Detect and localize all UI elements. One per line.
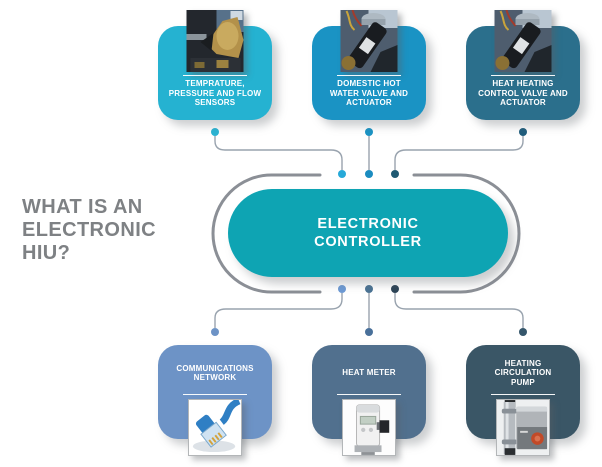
node-label: HEATING CIRCULATION PUMP	[494, 358, 552, 387]
connector-dot	[391, 285, 399, 293]
heat-meter-illustration	[343, 400, 395, 455]
page-title: WHAT IS AN ELECTRONIC HIU?	[22, 196, 156, 264]
connector-dot	[338, 170, 346, 178]
divider-line	[337, 394, 401, 395]
connector-dot	[365, 170, 373, 178]
node-heating-circulation-pump: HEATING CIRCULATION PUMP	[466, 345, 580, 456]
connector-line-heating-valve	[394, 136, 524, 170]
connector-dot	[391, 170, 399, 178]
connector-line-pump	[394, 293, 524, 328]
pressure-sensor-photo	[186, 10, 244, 72]
divider-line	[183, 394, 247, 395]
connector-dot	[338, 285, 346, 293]
node-label: DOMESTIC HOT WATER VALVE AND ACTUATOR	[329, 79, 409, 107]
connector-dot	[365, 285, 373, 293]
electronic-controller-label: ELECTRONIC CONTROLLER	[314, 216, 422, 250]
node-communications-network: COMMUNICATIONS NETWORK	[158, 345, 272, 456]
heating-control-valve-actuator-photo	[494, 10, 552, 72]
circulation-pump-illustration	[497, 400, 549, 455]
node-label: TEMPRATURE, PRESSURE AND FLOW SENSORS	[168, 79, 262, 107]
node-label: COMMUNICATIONS NETWORK	[176, 363, 254, 383]
circulation-pump-photo	[496, 399, 550, 456]
electronic-controller-node: ELECTRONIC CONTROLLER	[228, 189, 508, 277]
node-domestic-hot-water-valve: DOMESTIC HOT WATER VALVE AND ACTUATOR	[312, 10, 426, 120]
valve-actuator-illustration	[494, 10, 552, 72]
divider-line	[183, 75, 247, 76]
connector-dot	[365, 328, 373, 336]
divider-line	[491, 394, 555, 395]
hot-water-valve-actuator-photo	[340, 10, 398, 72]
hub-ring-right	[412, 173, 521, 294]
connector-dot	[211, 128, 219, 136]
hub-ring-left	[211, 173, 322, 294]
divider-line	[491, 75, 555, 76]
node-label: HEAT HEATING CONTROL VALVE AND ACTUATOR	[478, 79, 568, 107]
heat-meter-photo	[342, 399, 396, 456]
divider-line	[337, 75, 401, 76]
connector-line-sensors	[214, 136, 343, 170]
connector-dot	[211, 328, 219, 336]
valve-actuator-illustration	[340, 10, 398, 72]
node-heat-heating-control-valve: HEAT HEATING CONTROL VALVE AND ACTUATOR	[466, 10, 580, 120]
connector-dot	[365, 128, 373, 136]
connector-line-communications	[214, 293, 343, 328]
pressure-sensor-illustration	[186, 10, 244, 72]
connector-dot	[519, 128, 527, 136]
node-temperature-pressure-flow-sensors: TEMPRATURE, PRESSURE AND FLOW SENSORS	[158, 10, 272, 120]
ethernet-cable-illustration	[189, 400, 241, 455]
connector-dot	[519, 328, 527, 336]
ethernet-cable-photo	[188, 399, 242, 456]
node-label: HEAT METER	[342, 368, 396, 378]
node-heat-meter: HEAT METER	[312, 345, 426, 456]
